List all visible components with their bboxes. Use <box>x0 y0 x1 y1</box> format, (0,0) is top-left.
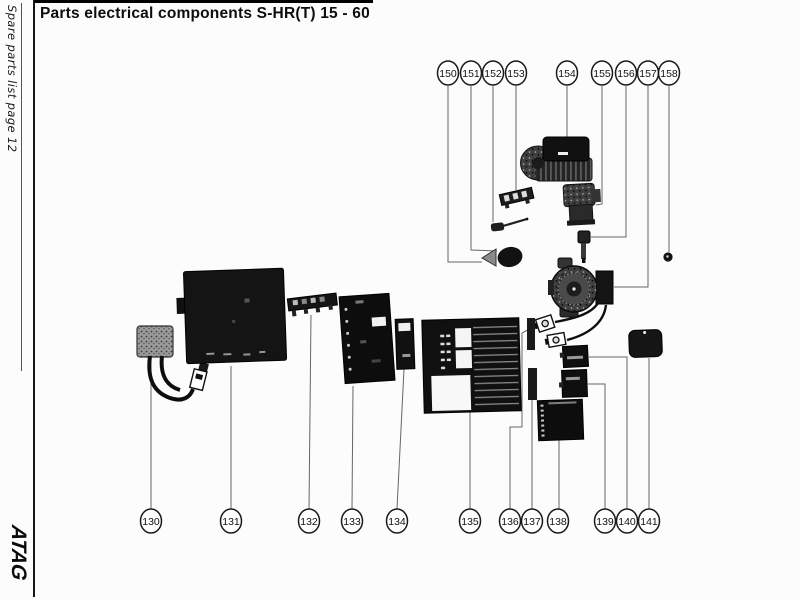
svg-text:134: 134 <box>388 516 406 528</box>
svg-text:151: 151 <box>462 68 480 80</box>
callout-135: 135 <box>458 508 482 534</box>
callout-150: 150 <box>436 60 460 86</box>
svg-text:154: 154 <box>558 68 576 80</box>
part-ignition-coil <box>497 246 523 268</box>
svg-text:152: 152 <box>484 68 502 80</box>
svg-text:140: 140 <box>618 516 636 528</box>
svg-text:132: 132 <box>300 516 318 528</box>
svg-text:137: 137 <box>523 516 541 528</box>
leader-136 <box>509 325 536 509</box>
page-title: Parts electrical components S-HR(T) 15 -… <box>40 5 370 22</box>
callout-130: 130 <box>139 508 163 534</box>
part-pcb <box>338 292 396 385</box>
harness-plug-1 <box>533 313 556 334</box>
svg-text:141: 141 <box>640 516 658 528</box>
leader-139 <box>588 383 606 509</box>
part-edge-strip <box>527 318 537 400</box>
part-relay-module-lower <box>558 369 588 398</box>
callout-138: 138 <box>546 508 570 534</box>
leader-150 <box>447 86 482 263</box>
panel-details <box>431 327 473 412</box>
part-fan-assembly <box>520 136 593 182</box>
callout-141: 141 <box>637 508 661 534</box>
leader-134 <box>396 368 405 510</box>
callout-154: 154 <box>555 60 579 86</box>
callout-152: 152 <box>481 60 505 86</box>
part-actuator <box>562 182 601 226</box>
leader-156 <box>591 86 627 238</box>
callout-136: 136 <box>498 508 522 534</box>
callout-151: 151 <box>459 60 483 86</box>
svg-text:155: 155 <box>593 68 611 80</box>
part-ntc-sensor <box>577 230 591 263</box>
svg-text:136: 136 <box>501 516 519 528</box>
svg-text:157: 157 <box>639 68 657 80</box>
part-cover-box <box>628 329 663 358</box>
strip-details <box>291 296 333 317</box>
large-module-pins <box>540 401 577 437</box>
callout-137: 137 <box>520 508 544 534</box>
part-housing <box>176 267 288 365</box>
svg-text:139: 139 <box>596 516 614 528</box>
pcb-details <box>344 300 387 371</box>
svg-text:130: 130 <box>142 516 160 528</box>
callout-140: 140 <box>615 508 639 534</box>
leader-155 <box>595 86 603 206</box>
part-connector-strip <box>498 186 535 209</box>
part-small-panel <box>394 318 416 370</box>
small-panel-mark <box>402 353 411 358</box>
scan-edge-artifact <box>35 0 373 3</box>
svg-text:135: 135 <box>461 516 479 528</box>
harness-plug-2 <box>544 331 567 349</box>
leader-133 <box>351 385 354 510</box>
callout-131: 131 <box>219 508 243 534</box>
part-control-panel <box>421 317 522 414</box>
leader-132 <box>308 314 312 510</box>
svg-text:153: 153 <box>507 68 525 80</box>
part-relay-module-upper <box>559 344 590 369</box>
leader-151 <box>470 86 498 252</box>
leader-157 <box>614 86 649 288</box>
sidebar-main-rule <box>33 0 35 597</box>
svg-text:156: 156 <box>617 68 635 80</box>
panel-relay-bank <box>472 323 520 410</box>
part-plug-screw <box>663 252 673 262</box>
svg-text:131: 131 <box>222 516 240 528</box>
leader-140 <box>589 356 628 509</box>
small-panel-label <box>398 322 411 332</box>
part-sensor-cap <box>481 248 497 267</box>
fan-label <box>558 152 568 155</box>
callout-139: 139 <box>593 508 617 534</box>
part-harness <box>533 302 608 349</box>
part-terminal-strip <box>286 292 338 317</box>
part-pump <box>548 257 614 318</box>
callout-134: 134 <box>385 508 409 534</box>
leader-lines <box>150 86 670 510</box>
callout-155: 155 <box>590 60 614 86</box>
housing-details <box>206 298 266 356</box>
part-large-module <box>536 398 585 442</box>
part-electrode <box>490 217 529 232</box>
callout-157: 157 <box>636 60 660 86</box>
callout-156: 156 <box>614 60 638 86</box>
callout-132: 132 <box>297 508 321 534</box>
callout-153: 153 <box>504 60 528 86</box>
svg-text:133: 133 <box>343 516 361 528</box>
callout-133: 133 <box>340 508 364 534</box>
svg-text:150: 150 <box>439 68 457 80</box>
transformer-plug <box>188 362 209 392</box>
part-transformer <box>136 325 209 402</box>
sidebar-inner-rule <box>20 3 22 371</box>
svg-text:138: 138 <box>549 516 567 528</box>
svg-text:158: 158 <box>660 68 678 80</box>
callout-158: 158 <box>657 60 681 86</box>
